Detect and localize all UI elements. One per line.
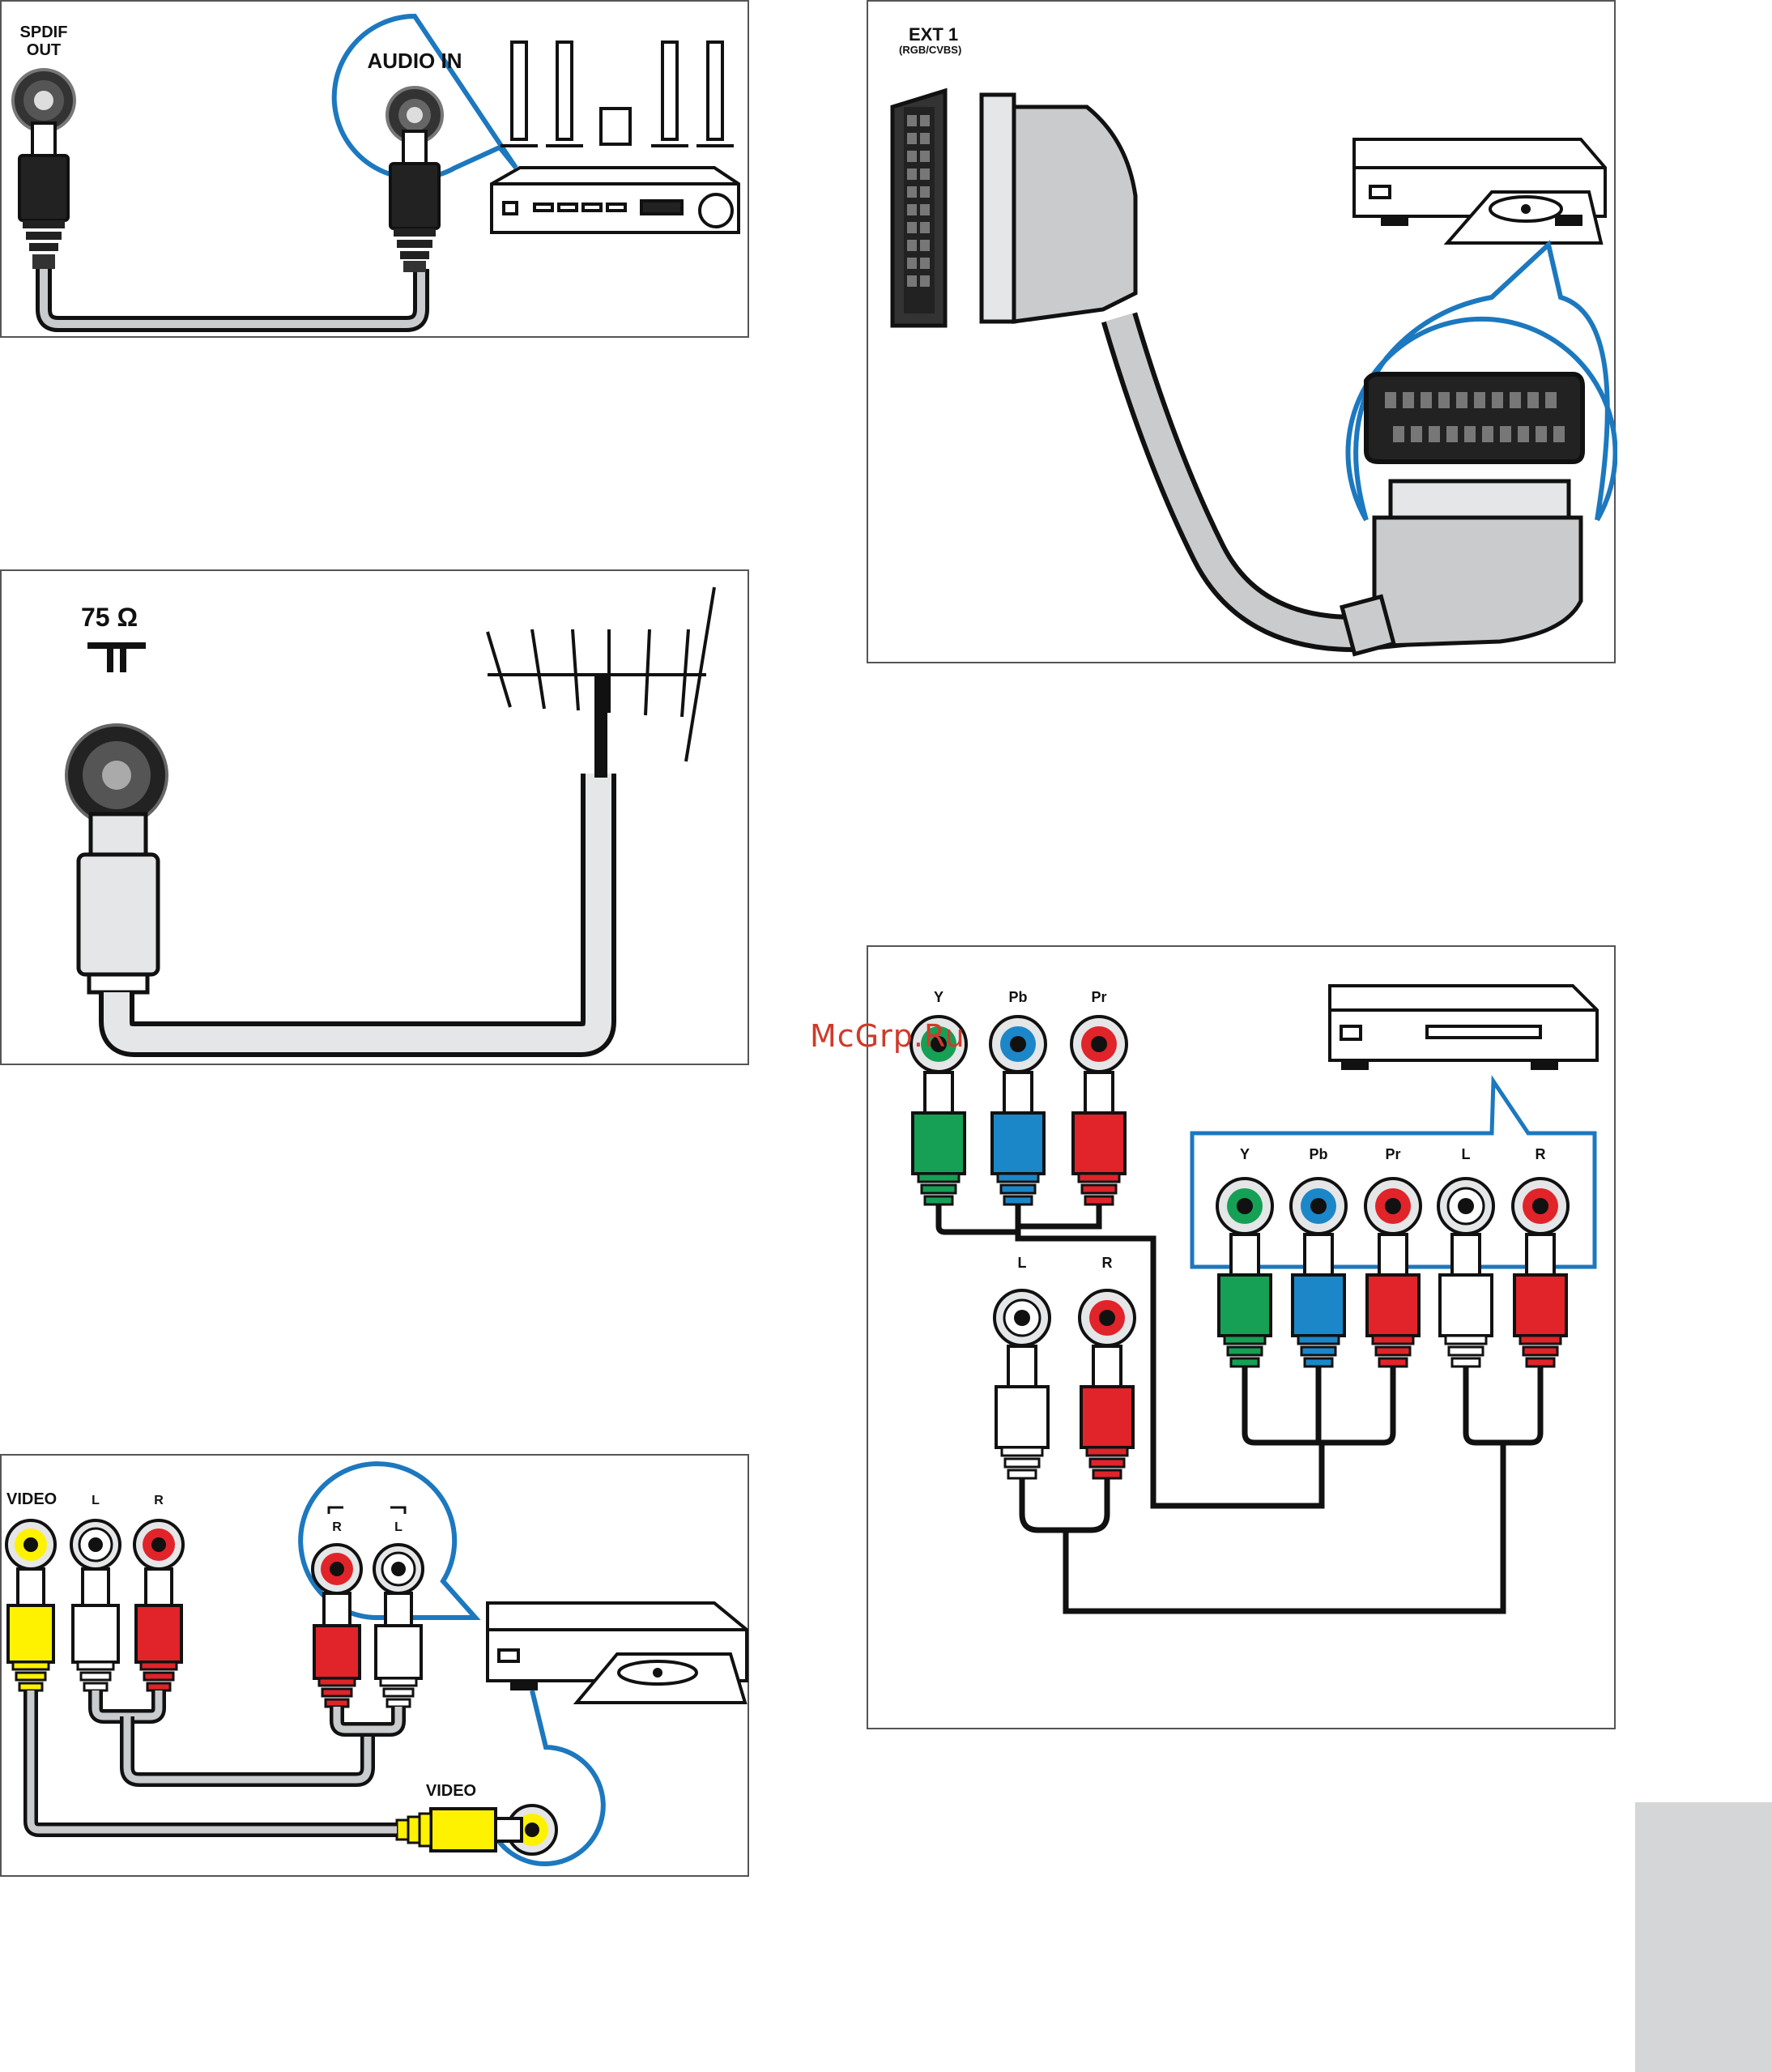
coax-symbol-icon [87, 646, 146, 672]
tv-audio-l-jack-icon [71, 1520, 120, 1690]
tv-pr-jack-icon [1071, 1017, 1127, 1204]
tv-pr-label: Pr [1091, 989, 1106, 1005]
dev-pb-jack-icon [1291, 1179, 1346, 1366]
device-scart-socket-icon [1366, 374, 1582, 462]
dev-audio-r-jack-icon [313, 1545, 361, 1707]
antenna-socket-icon [66, 725, 167, 825]
tv-video-jack-icon [6, 1520, 55, 1690]
antenna-cable [117, 774, 598, 1039]
tv-pb-jack-icon [990, 1017, 1046, 1204]
dev-r-jack-icon [1513, 1179, 1568, 1366]
audio-in-plug-icon [390, 131, 439, 272]
scart-diagram: EXT 1 (RGB/CVBS) [868, 2, 1617, 665]
dev-pr-jack-icon [1365, 1179, 1421, 1366]
watermark-text: McGrp.Ru [810, 1018, 965, 1054]
av-connection-panel: VIDEO L R [0, 1454, 749, 1877]
dev-pb-label: Pb [1309, 1146, 1327, 1162]
dev-y-label: Y [1240, 1146, 1250, 1162]
dev-r-label: R [1536, 1146, 1546, 1162]
av-diagram: VIDEO L R [2, 1456, 751, 1878]
dev-y-jack-icon [1217, 1179, 1272, 1366]
tv-video-label: VIDEO [6, 1490, 57, 1508]
av-dvd-player-icon [488, 1603, 747, 1703]
component-connection-panel: Y Pb Pr [867, 945, 1616, 1729]
dvd-player-icon [1354, 139, 1605, 243]
dev-pr-label: Pr [1385, 1146, 1400, 1162]
dev-l-label: L [1462, 1146, 1471, 1162]
dev-l-jack-icon [1438, 1179, 1493, 1366]
tv-audio-r-jack-icon [134, 1520, 183, 1690]
scart-plug-icon [982, 95, 1135, 322]
impedance-label: 75 Ω [81, 603, 138, 632]
component-player-icon [1330, 986, 1597, 1068]
tv-y-label: Y [934, 989, 944, 1005]
dev-video-label: VIDEO [426, 1782, 476, 1800]
antenna-diagram: 75 Ω [2, 571, 751, 1067]
tv-audio-r-jack-icon [1080, 1290, 1135, 1478]
antenna-connection-panel: 75 Ω [0, 569, 749, 1065]
device-scart-plug-icon [1342, 481, 1581, 654]
component-diagram: Y Pb Pr [868, 947, 1617, 1731]
av-label-brackets [329, 1507, 405, 1514]
dev-l-label: L [394, 1520, 403, 1534]
dev-r-label: R [332, 1520, 342, 1534]
tv-r-label: R [1102, 1255, 1113, 1271]
antenna-plug-icon [79, 814, 158, 992]
av-cables [31, 1690, 398, 1830]
ext1-label: EXT 1 [909, 24, 958, 45]
audio-in-label: AUDIO IN [368, 49, 462, 73]
aerial-antenna-icon [488, 587, 714, 776]
tv-audio-l-jack-icon [995, 1290, 1050, 1478]
spdif-plug-icon [19, 123, 68, 269]
audio-cable [44, 269, 421, 324]
dev-video-jack-icon [397, 1806, 556, 1854]
dev-audio-l-jack-icon [374, 1545, 423, 1707]
home-theater-icon [492, 42, 739, 232]
scart-socket-icon [892, 91, 945, 326]
ext1-sublabel: (RGB/CVBS) [899, 44, 961, 56]
page-side-tab [1635, 1802, 1772, 2072]
tv-l-label: L [1018, 1255, 1027, 1271]
scart-connection-panel: EXT 1 (RGB/CVBS) [867, 0, 1616, 663]
tv-r-label: R [154, 1494, 164, 1507]
tv-pb-label: Pb [1008, 989, 1027, 1005]
tv-l-label: L [92, 1494, 100, 1507]
